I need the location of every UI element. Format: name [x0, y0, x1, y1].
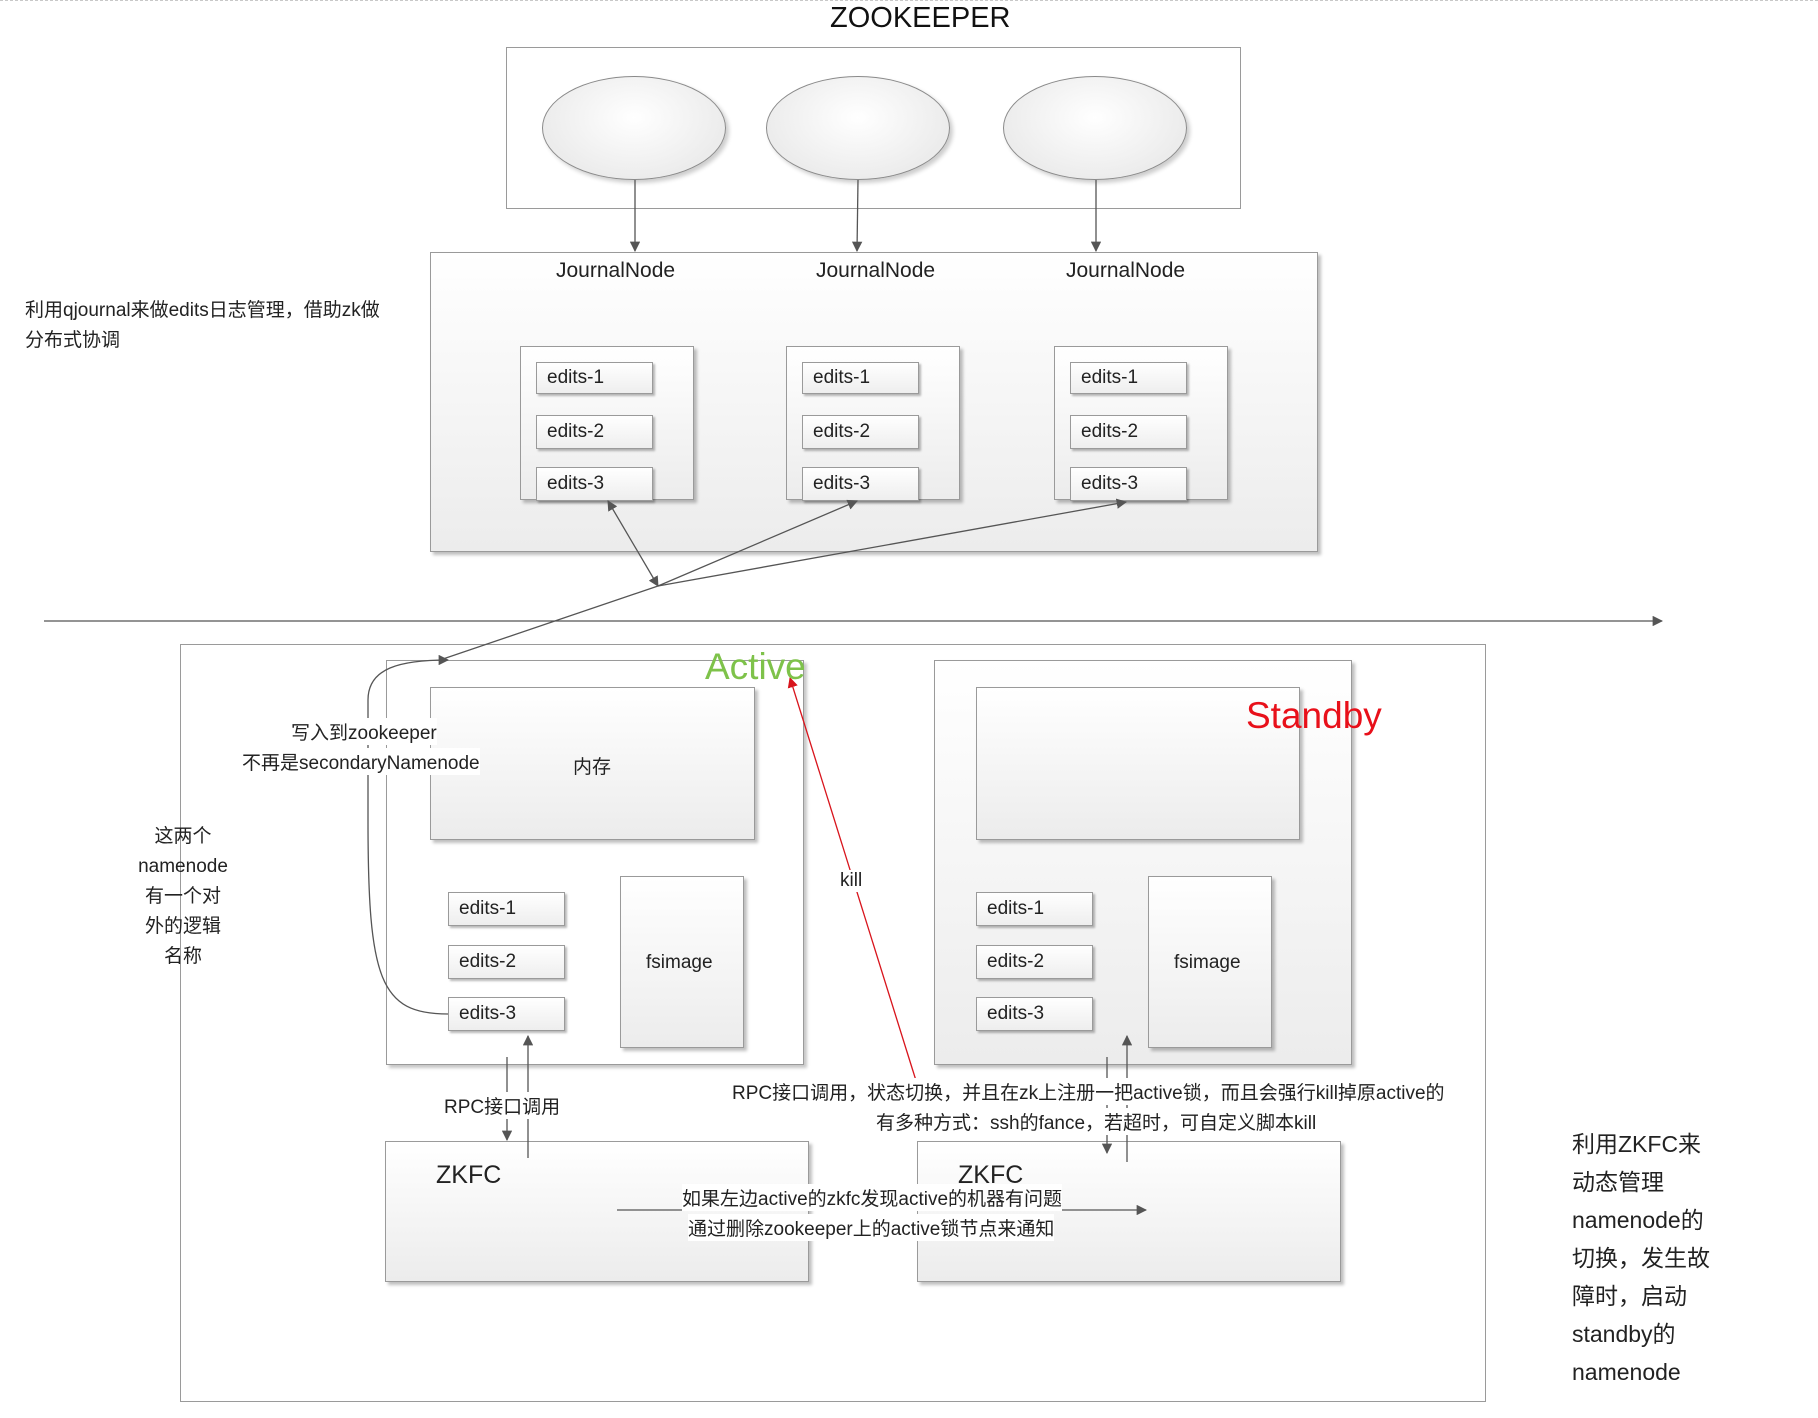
rpc-left-label: RPC接口调用 — [444, 1092, 561, 1119]
journal2-edits-3: edits-3 — [802, 467, 919, 501]
journal1-edits-1: edits-1 — [536, 362, 653, 394]
top-dashed-border — [0, 0, 1818, 1]
write-zookeeper-note-line2: 不再是secondaryNamenode — [242, 748, 480, 775]
standby-memory-box — [976, 687, 1300, 840]
standby-fsimage-box — [1148, 876, 1272, 1048]
journal2-edits-1: edits-1 — [802, 362, 919, 394]
standby-edits-2: edits-2 — [976, 945, 1093, 979]
hub-to-journal1-arrow — [607, 500, 659, 587]
logical-name-line-3: 有一个对 — [144, 886, 221, 907]
journal1-edits-2: edits-2 — [536, 415, 653, 449]
journalnode-label-1: JournalNode — [556, 259, 676, 282]
zkfc-notify-note-line2: 通过删除zookeeper上的active锁节点来通知 — [688, 1214, 1055, 1241]
active-fsimage-label: fsimage — [646, 952, 713, 973]
standby-edits-3: edits-3 — [976, 997, 1093, 1031]
journal3-edits-1: edits-1 — [1070, 362, 1187, 394]
active-fsimage-box — [620, 876, 744, 1048]
qjournal-note-line1: 利用qjournal来做edits日志管理，借助zk做 — [25, 300, 380, 321]
active-edits-3: edits-3 — [448, 997, 565, 1031]
logical-name-line-5: 名称 — [163, 946, 202, 967]
zkfc-right-box — [917, 1141, 1341, 1282]
active-edits-1: edits-1 — [448, 892, 565, 926]
rpc-right-note-line2: 有多种方式：ssh的fance，若超时，可自定义脚本kill — [876, 1108, 1317, 1135]
rpc-right-note-line1: RPC接口调用，状态切换，并且在zk上注册一把active锁，而且会强行kill… — [732, 1078, 1445, 1105]
zookeeper-node-3 — [1003, 76, 1187, 180]
kill-label: kill — [840, 870, 863, 892]
hub-to-journal3-arrow — [657, 498, 1128, 587]
logical-name-line-1: 这两个 — [154, 826, 212, 847]
zkfc-manage-line-1: 利用ZKFC来 — [1572, 1131, 1702, 1157]
edits3-to-hub-curve — [367, 654, 450, 1015]
active-memory-box — [430, 687, 755, 840]
active-memory-label: 内存 — [573, 757, 612, 778]
zkfc-left-label: ZKFC — [436, 1161, 502, 1189]
zkfc-notify-note-line1: 如果左边active的zkfc发现active的机器有问题 — [682, 1184, 1063, 1211]
zookeeper-title: ZOOKEEPER — [830, 2, 1011, 34]
journalnode-label-3: JournalNode — [1066, 259, 1186, 282]
zookeeper-node-1 — [542, 76, 726, 180]
zkfc-manage-note: 利用ZKFC来 动态管理 namenode的 切换，发生故 障时，启动 stan… — [1572, 1125, 1710, 1391]
logical-name-line-4: 外的逻辑 — [144, 916, 221, 937]
zk-to-jn-arrow-2 — [851, 179, 863, 253]
standby-status-label: Standby — [1246, 695, 1382, 736]
journal2-edits-2: edits-2 — [802, 415, 919, 449]
active-status-label: Active — [705, 646, 806, 687]
active-to-hub-line — [439, 585, 659, 661]
active-edits-2: edits-2 — [448, 945, 565, 979]
hub-to-journal2-arrow — [657, 499, 858, 587]
standby-edits-1: edits-1 — [976, 892, 1093, 926]
journal3-edits-3: edits-3 — [1070, 467, 1187, 501]
zookeeper-node-2 — [766, 76, 950, 180]
journal3-edits-2: edits-2 — [1070, 415, 1187, 449]
journalnode-label-2: JournalNode — [816, 259, 936, 282]
zkfc-manage-line-6: standby的 — [1572, 1321, 1676, 1347]
zkfc-manage-line-5: 障时，启动 — [1572, 1283, 1687, 1309]
logical-name-note: 这两个 namenode 有一个对 外的逻辑 名称 — [120, 822, 246, 972]
logical-name-line-2: namenode — [138, 856, 228, 877]
zkfc-manage-line-4: 切换，发生故 — [1572, 1245, 1710, 1271]
standby-fsimage-label: fsimage — [1174, 952, 1241, 973]
zkfc-manage-line-3: namenode的 — [1572, 1207, 1704, 1233]
write-zookeeper-note-line1: 写入到zookeeper — [291, 718, 437, 745]
zkfc-manage-line-7: namenode — [1572, 1359, 1681, 1385]
qjournal-note-line2: 分布式协调 — [25, 330, 121, 351]
journal1-edits-3: edits-3 — [536, 467, 653, 501]
zkfc-manage-line-2: 动态管理 — [1572, 1169, 1664, 1195]
zkfc-left-box — [385, 1141, 809, 1282]
